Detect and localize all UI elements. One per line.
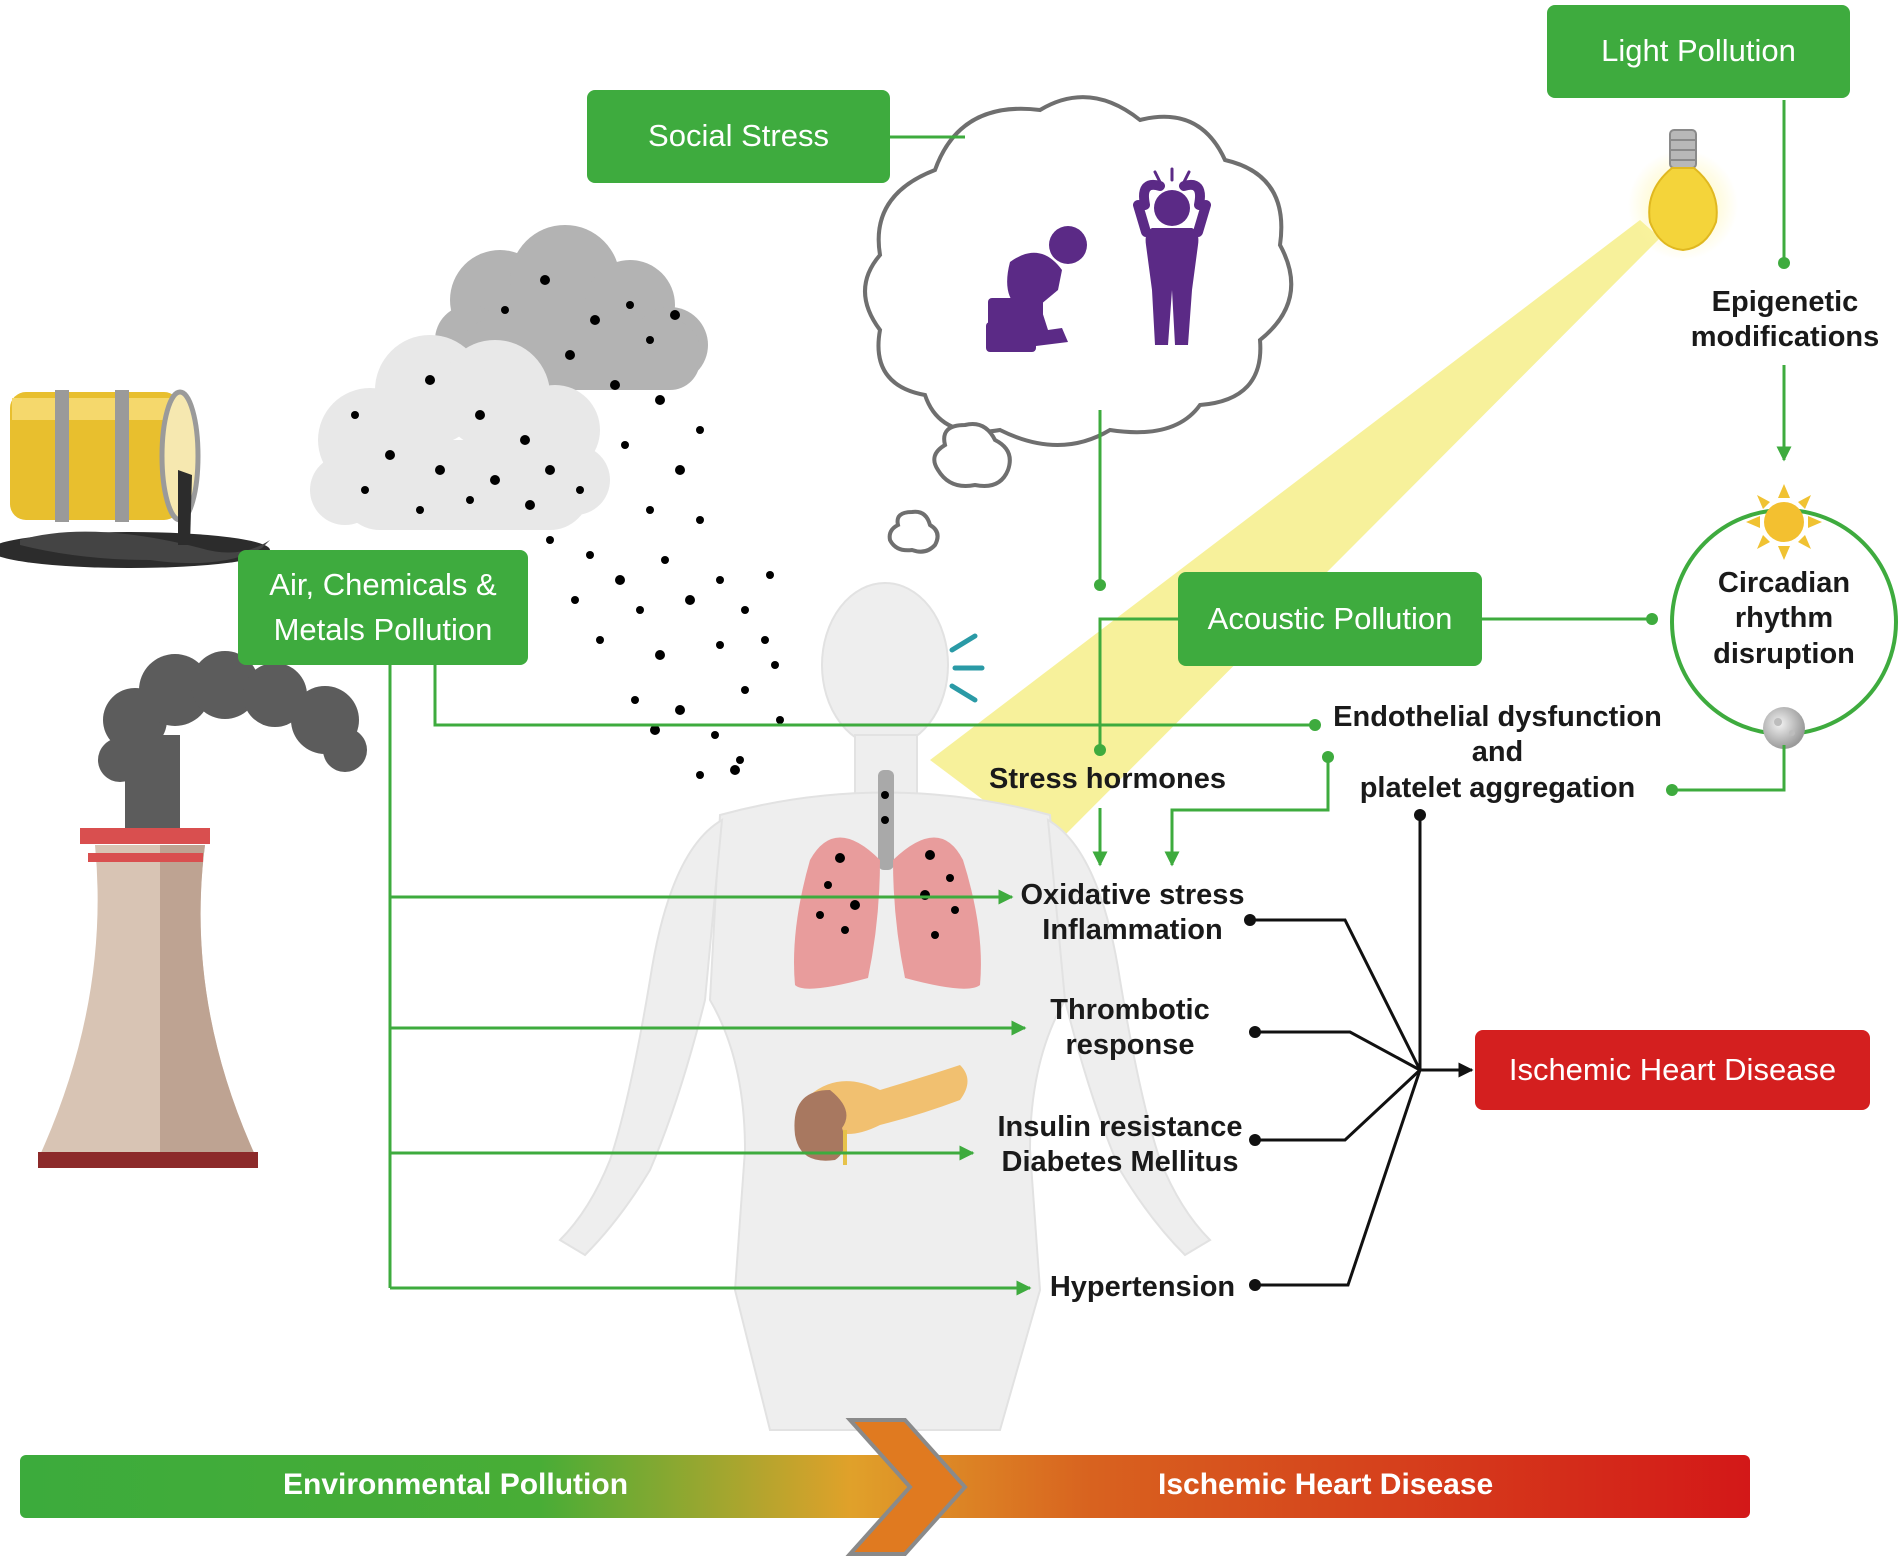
- acoustic-pollution-box: Acoustic Pollution: [1178, 572, 1482, 666]
- epigenetic-label: Epigenetic modifications: [1680, 285, 1890, 356]
- insulin-label: Insulin resistance Diabetes Mellitus: [990, 1110, 1250, 1181]
- node-circadian-acoustic: [1646, 613, 1658, 625]
- light-bulb-icon: [1628, 129, 1738, 260]
- stress-hormones-label: Stress hormones: [989, 763, 1226, 795]
- social-stress-label: Social Stress: [648, 118, 829, 154]
- pancreas-icon: [809, 1065, 968, 1134]
- connector-thrombotic-outcome: [1255, 1030, 1421, 1072]
- node-endothelial: [1309, 719, 1321, 731]
- circadian-line3: disruption: [1713, 637, 1855, 670]
- stressed-person-icon: [1133, 167, 1211, 345]
- oxidative-line1: Oxidative stress: [1020, 879, 1245, 911]
- connector-air-endothelial: [433, 665, 1315, 727]
- connector-acoustic-stress-hormones: [1098, 617, 1178, 750]
- epigenetic-line1: Epigenetic: [1711, 286, 1859, 318]
- social-stress-box: Social Stress: [587, 90, 890, 183]
- light-pollution-label: Light Pollution: [1601, 33, 1796, 69]
- insulin-line2: Diabetes Mellitus: [1001, 1146, 1239, 1179]
- arrow-endothelial-oxidative: [1164, 757, 1330, 867]
- insulin-line1: Insulin resistance: [997, 1111, 1243, 1143]
- light-beam: [930, 220, 1660, 850]
- sun-icon: [1746, 484, 1822, 560]
- node-endothelial-lower: [1322, 751, 1334, 763]
- connector-circadian-endothelial: [1672, 745, 1786, 792]
- node-epigenetic: [1778, 257, 1790, 269]
- node-circadian-endothelial: [1666, 784, 1678, 796]
- thrombotic-label: Thrombotic response: [1030, 993, 1230, 1064]
- thrombotic-line2: response: [1065, 1029, 1195, 1062]
- endothelial-label: Endothelial dysfunction and platelet agg…: [1325, 700, 1670, 806]
- air-pollution-box: Air, Chemicals & Metals Pollution: [238, 550, 528, 665]
- acoustic-pollution-label: Acoustic Pollution: [1207, 600, 1453, 636]
- node-endothelial-black: [1414, 809, 1426, 821]
- endothelial-line3: platelet aggregation: [1359, 771, 1636, 804]
- sad-person-icon: [986, 226, 1087, 352]
- oxidative-line2: Inflammation: [1042, 914, 1223, 947]
- bottom-bar-right-label: Ischemic Heart Disease: [1158, 1468, 1494, 1501]
- circadian-line2: rhythm: [1734, 602, 1834, 635]
- connector-hypertension-outcome: [1255, 1069, 1422, 1287]
- thrombotic-line1: Thrombotic: [1050, 994, 1210, 1026]
- hypertension-label: Hypertension: [1049, 1271, 1236, 1303]
- smog-cloud-icon: [310, 225, 784, 779]
- node-stress: [1094, 579, 1106, 591]
- endothelial-line1: Endothelial dysfunction: [1333, 701, 1662, 733]
- bottom-bar: [20, 1455, 1750, 1518]
- connector-insulin-outcome: [1255, 1068, 1422, 1142]
- node-hypertension: [1249, 1279, 1261, 1291]
- ischemic-heart-disease-label: Ischemic Heart Disease: [1508, 1051, 1837, 1087]
- node-insulin: [1249, 1134, 1261, 1146]
- node-oxidative: [1244, 914, 1256, 926]
- thought-cloud-icon: [863, 95, 1294, 554]
- chevron-right-icon: [845, 1418, 968, 1556]
- lungs-icon: [794, 770, 981, 989]
- smokestack-icon: [38, 651, 367, 1168]
- air-pollution-label-line1: Air, Chemicals &: [269, 566, 497, 602]
- light-pollution-box: Light Pollution: [1547, 5, 1850, 98]
- epigenetic-line2: modifications: [1690, 321, 1880, 354]
- circadian-line1: Circadian: [1717, 567, 1851, 599]
- ischemic-heart-disease-box: Ischemic Heart Disease: [1475, 1030, 1870, 1110]
- circadian-label: Circadian rhythm disruption: [1700, 566, 1868, 672]
- air-pollution-label-line2: Metals Pollution: [273, 611, 493, 647]
- moon-icon: [1763, 707, 1805, 749]
- node-thrombotic: [1249, 1026, 1261, 1038]
- connector-oxidative-outcome: [1250, 918, 1422, 1071]
- node-stress-hormones: [1094, 744, 1106, 756]
- oxidative-label: Oxidative stress Inflammation: [1015, 878, 1250, 949]
- oil-barrel-icon: [0, 389, 270, 568]
- endothelial-line2: and: [1471, 736, 1524, 769]
- bottom-bar-left-label: Environmental Pollution: [283, 1468, 629, 1501]
- noise-waves-icon: [949, 633, 985, 703]
- kidney-icon: [794, 1090, 847, 1165]
